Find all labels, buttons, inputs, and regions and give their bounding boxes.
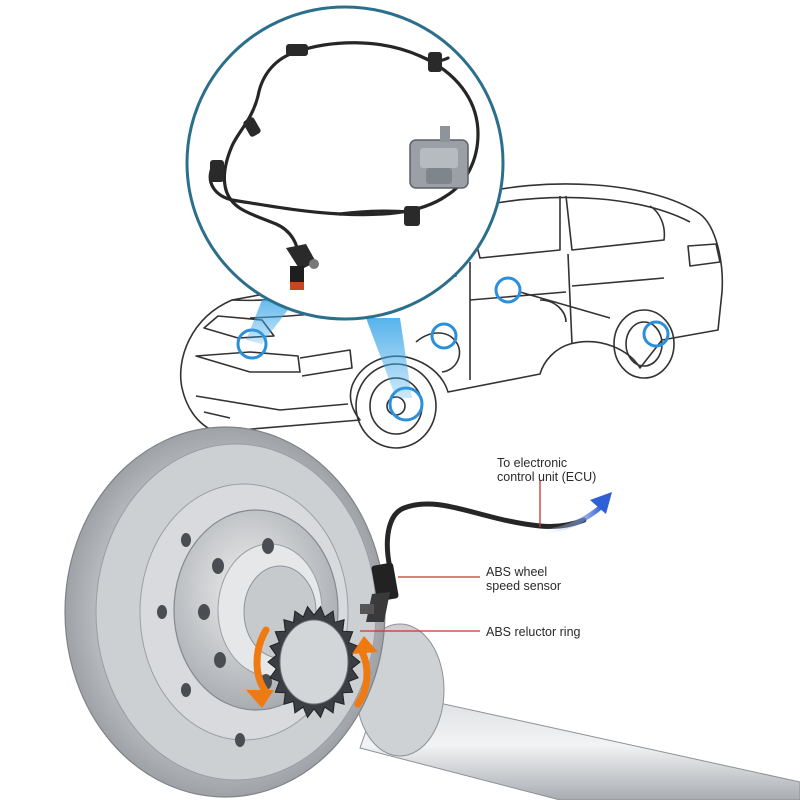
label-to-ecu-line2: control unit (ECU) (497, 470, 597, 484)
drive-shaft (355, 623, 800, 801)
label-abs-sensor-line1: ABS wheel (486, 565, 548, 579)
sensor-probe (286, 244, 319, 290)
reluctor-ring (267, 605, 361, 719)
car-outline (179, 183, 724, 449)
label-to-ecu: To electronic control unit (ECU) (497, 456, 596, 484)
magnifier-circle (185, 5, 505, 321)
abs-sensor-cable (360, 501, 587, 622)
label-abs-wheel-speed-sensor: ABS wheel speed sensor (486, 565, 561, 593)
rotation-arrows-icon (253, 626, 371, 708)
label-reluctor-ring-text: ABS reluctor ring (486, 625, 581, 639)
wire-connector (409, 126, 469, 189)
label-to-ecu-line1: To electronic (497, 456, 568, 470)
label-abs-sensor-line2: speed sensor (486, 579, 562, 593)
label-abs-reluctor-ring: ABS reluctor ring (486, 625, 580, 639)
highlight-beam-right (366, 318, 412, 398)
reluctor-ring-bore (279, 619, 349, 705)
callout-lines (360, 480, 541, 632)
arrow-right-icon (537, 492, 612, 535)
